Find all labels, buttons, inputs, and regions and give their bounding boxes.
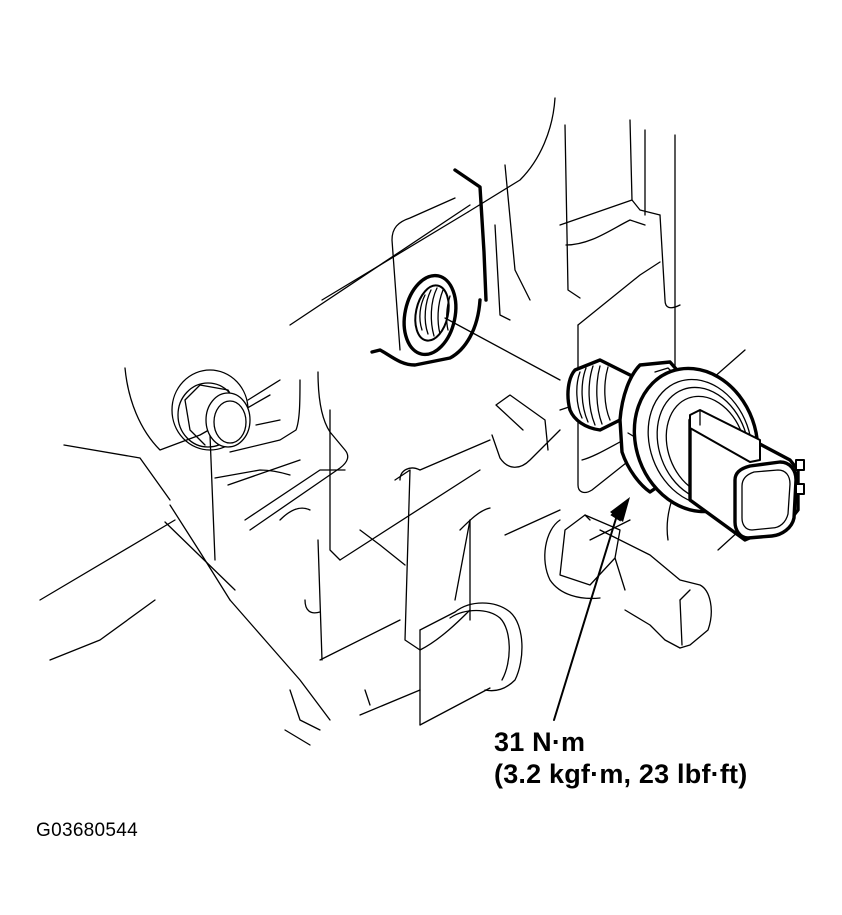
threaded-mounting-hole	[370, 168, 561, 381]
torque-value-alt-units: (3.2 kgf·m, 23 lbf·ft)	[494, 759, 748, 789]
figure-id: G03680544	[36, 820, 139, 841]
hex-plug	[544, 514, 712, 649]
pipe-fitting	[419, 602, 523, 726]
switch-connector	[688, 409, 805, 542]
flange-bolt	[171, 369, 281, 451]
torque-specification: 31 N·m (3.2 kgf·m, 23 lbf·ft)	[494, 726, 747, 790]
torque-value-nm: 31 N·m	[494, 727, 586, 757]
torque-callout-arrow[interactable]	[553, 497, 630, 721]
